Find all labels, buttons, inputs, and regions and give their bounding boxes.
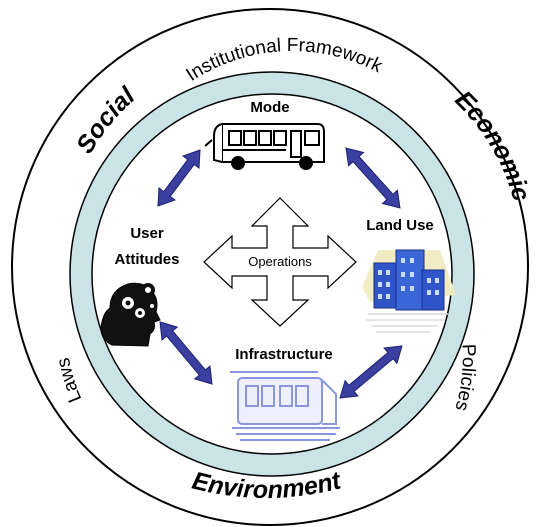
operations-arrow — [203, 197, 357, 327]
connector-arrows — [157, 147, 403, 399]
bus-icon — [204, 123, 325, 170]
arrow-land-use-infrastructure — [339, 345, 403, 399]
land-use-label: Land Use — [366, 217, 434, 234]
arrow-user-attitudes-infrastructure — [159, 321, 213, 385]
mode-label: Mode — [250, 99, 289, 116]
train-icon — [230, 371, 340, 441]
buildings-icon — [362, 249, 456, 333]
head-gears-icon — [100, 282, 161, 347]
arrow-mode-land-use — [345, 147, 401, 209]
infrastructure-label: Infrastructure — [235, 346, 333, 363]
operations-label: Operations — [248, 254, 312, 269]
user-attitudes-label-line1: User — [130, 225, 164, 242]
arrow-mode-user-attitudes — [157, 149, 201, 207]
user-attitudes-label-line2: Attitudes — [115, 251, 180, 268]
